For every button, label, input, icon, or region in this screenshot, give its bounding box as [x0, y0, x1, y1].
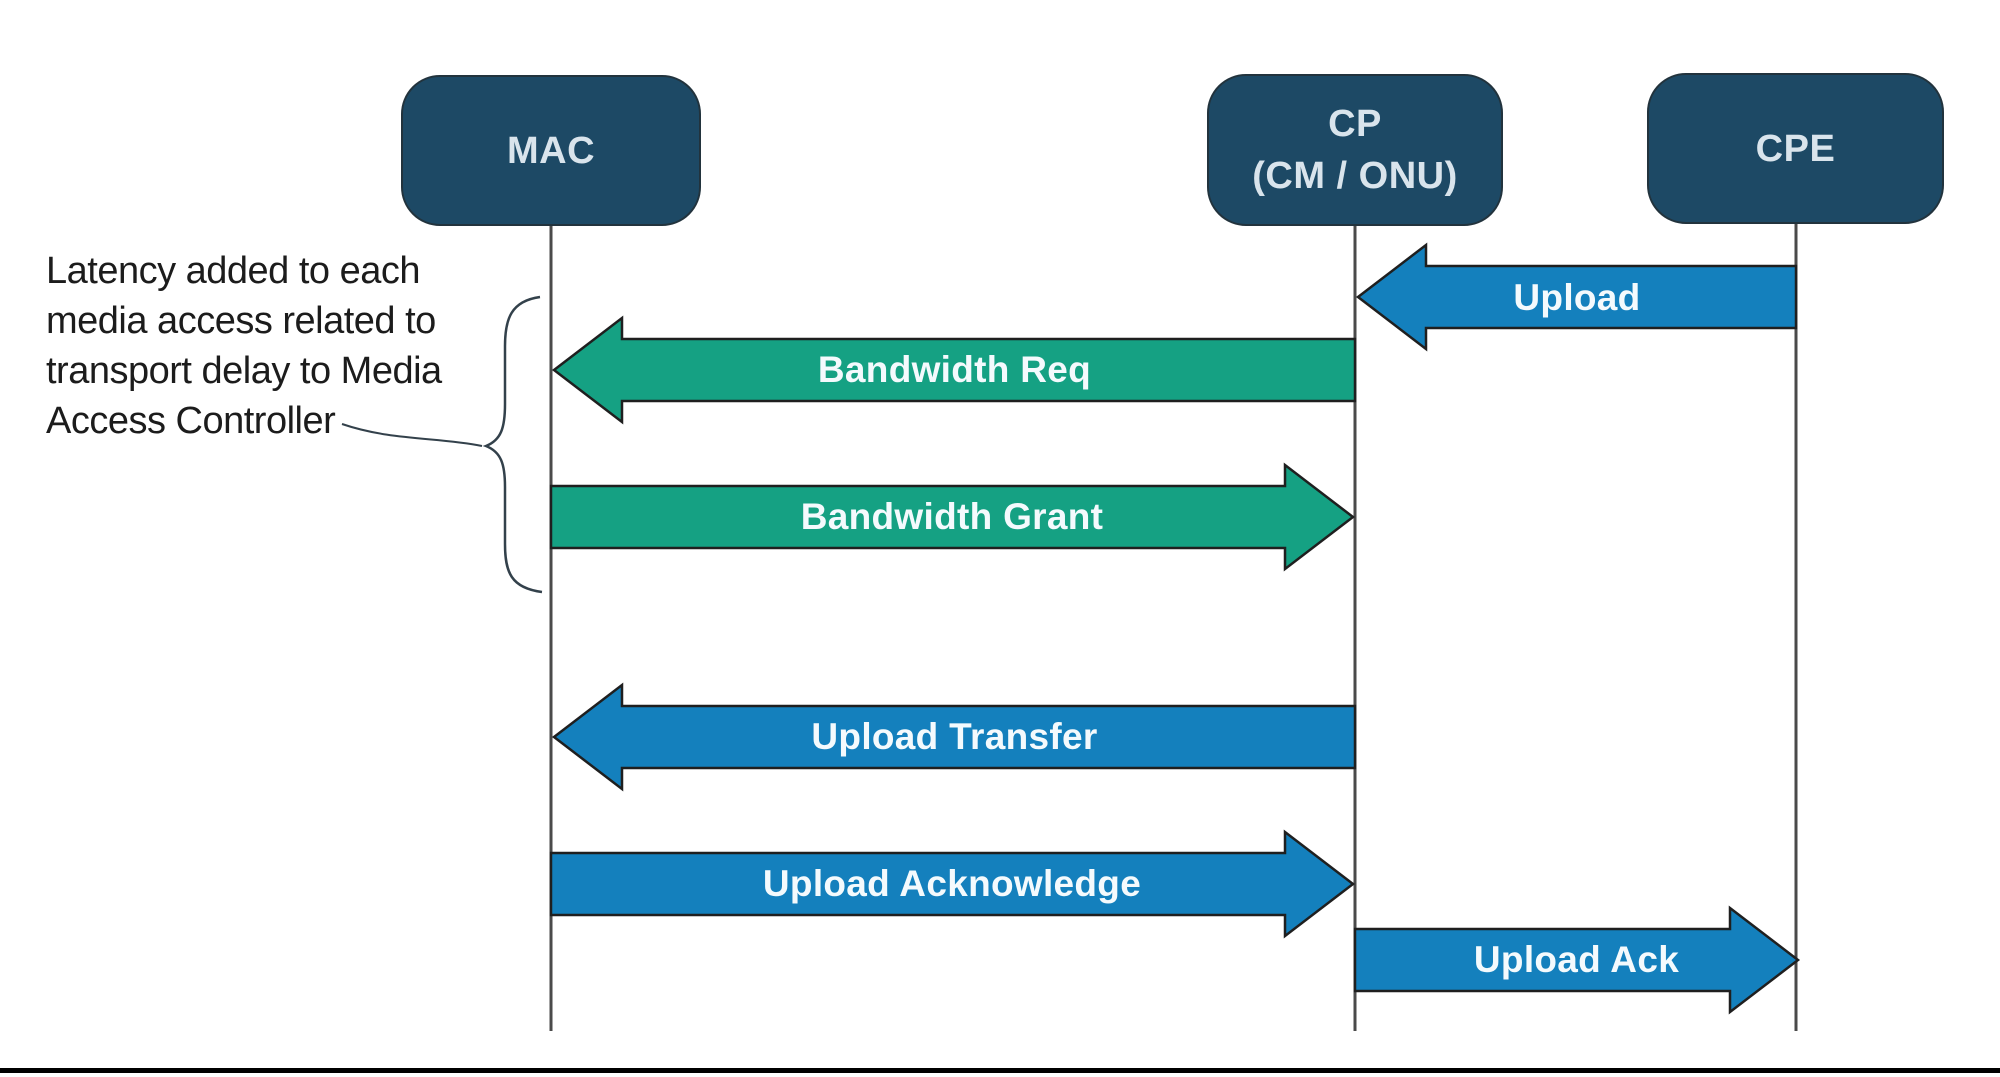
cp-node-label: CP (CM / ONU) [1208, 75, 1502, 225]
cpe-node-box [1647, 73, 1944, 224]
cpe-node-label: CPE [1648, 74, 1943, 223]
cp-node-box [1207, 74, 1503, 226]
bandwidth-grant-arrow [549, 462, 1356, 572]
upload-arrow [1355, 242, 1798, 352]
bandwidth-req-arrow [551, 315, 1357, 425]
upload-transfer-arrow-label: Upload Transfer [811, 716, 1098, 757]
cp-node-label-line1: CP [1328, 103, 1382, 145]
cpe-node-label-text: CPE [1755, 127, 1836, 170]
upload-ack-arrow-label: Upload Ack [1473, 939, 1680, 980]
upload-arrow-label: Upload [1513, 276, 1641, 318]
upload-transfer-arrow [551, 682, 1357, 792]
cp-node-label-line2: (CM / ONU) [1252, 155, 1458, 197]
bandwidth-req-arrow-label: Bandwidth Req [817, 349, 1092, 390]
latency-annotation-line3: transport delay to Media [46, 350, 442, 392]
annotation-pointer-line [341, 423, 483, 447]
latency-annotation-line2: media access related to [46, 300, 436, 342]
latency-brace [482, 295, 543, 594]
latency-annotation-line4: Access Controller [46, 400, 336, 442]
mac-node-label: MAC [402, 76, 700, 225]
latency-annotation-line1: Latency added to each [46, 250, 421, 292]
bottom-border-line [0, 1068, 2000, 1073]
bandwidth-grant-arrow-label: Bandwidth Grant [800, 496, 1104, 537]
upload-acknowledge-arrow-label: Upload Acknowledge [762, 863, 1142, 904]
mac-node-box [401, 75, 701, 226]
upload-ack-arrow [1353, 905, 1801, 1015]
upload-acknowledge-arrow [549, 829, 1356, 939]
latency-annotation: Latency added to each media access relat… [46, 246, 516, 446]
mac-node-label-text: MAC [506, 129, 596, 172]
